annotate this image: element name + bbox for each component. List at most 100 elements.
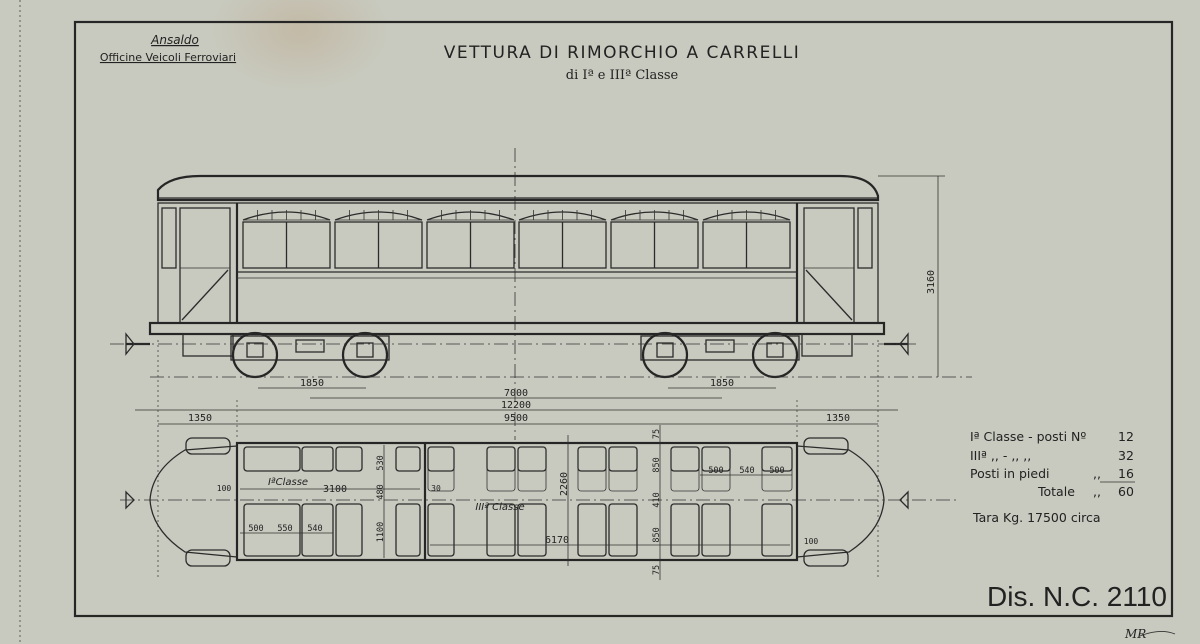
seat <box>301 446 334 472</box>
seating-row3-label: Posti in piedi <box>970 466 1049 481</box>
drawing-number: Dis. N.C. 2110 <box>987 581 1167 612</box>
seat <box>517 503 547 557</box>
seat <box>670 446 700 472</box>
seat <box>608 446 638 472</box>
seat-outline <box>427 446 455 492</box>
label-third-class: IIIª Classe <box>475 502 524 513</box>
drawing-title: VETTURA DI RIMORCHIO A CARRELLI <box>444 43 801 63</box>
seat <box>395 446 421 472</box>
seating-row1-label: Iª Classe - posti Nº <box>970 429 1086 444</box>
seating-total-label: Totale <box>1037 484 1075 499</box>
bogie-frame <box>640 335 800 361</box>
dim-third-class-length: 6170 <box>545 535 569 546</box>
seat <box>608 503 638 557</box>
dim-body-length: 9500 <box>504 413 528 424</box>
seat <box>577 446 607 472</box>
dim-bogie-centres: 7000 <box>504 388 528 399</box>
dim-partition: 30 <box>431 484 441 493</box>
seating-summary: Iª Classe - posti Nº 12 IIIª ,, - ,, ,, … <box>970 429 1135 525</box>
axle-box <box>656 342 674 358</box>
seat-outline <box>701 446 731 492</box>
seat-outline <box>486 446 516 492</box>
seat <box>670 503 700 557</box>
plan-body <box>235 441 799 562</box>
seat <box>335 503 363 557</box>
dim-seat-c: 540 <box>307 524 322 534</box>
wheel <box>751 331 799 379</box>
seat <box>427 503 455 557</box>
sheet-border <box>73 20 1174 618</box>
dim-margin-bottom: 75 <box>652 565 662 575</box>
seat <box>427 446 455 472</box>
underframe <box>148 321 886 336</box>
seat-outline <box>577 446 607 492</box>
dim-end-wall-left: 100 <box>217 484 232 493</box>
signature: MR <box>1124 627 1146 641</box>
seating-row3-ditto: ,, <box>1093 466 1101 481</box>
wheel <box>641 331 689 379</box>
floor-plan: IªClasse IIIª Classe 100 3100 30 480 530… <box>120 425 960 580</box>
label-first-class: IªClasse <box>268 477 308 488</box>
bolster <box>295 339 325 353</box>
seat-outline <box>761 446 793 492</box>
tare-weight: Tara Kg. 17500 circa <box>972 510 1101 525</box>
wheel <box>341 331 389 379</box>
bogie-frame <box>230 335 390 361</box>
seating-total-value: 60 <box>1118 484 1134 499</box>
axle-box <box>246 342 264 358</box>
dim-end-wall-right: 100 <box>804 537 819 546</box>
seat <box>243 446 301 472</box>
seat <box>243 503 301 557</box>
roof <box>156 174 880 202</box>
dim-platform-left: 1350 <box>188 413 212 424</box>
maker-division: Officine Veicoli Ferroviari <box>100 51 236 64</box>
dim-seat-depth-first: 530 <box>376 455 386 470</box>
dim-aisle-first: 480 <box>376 484 386 499</box>
seat <box>301 503 334 557</box>
axle-box <box>356 342 374 358</box>
wheel <box>231 331 279 379</box>
seat <box>517 446 547 472</box>
car-body <box>157 202 879 324</box>
signature-flourish <box>1139 631 1176 637</box>
dim-first-class-length: 3100 <box>323 484 347 495</box>
bolster <box>705 339 735 353</box>
dim-aisle-third: 410 <box>652 492 662 507</box>
maker-name: Ansaldo <box>150 33 199 47</box>
dim-seat-depth-top: 850 <box>652 457 662 472</box>
seat <box>577 503 607 557</box>
seating-row2-label: IIIª ,, - ,, ,, <box>970 448 1031 463</box>
seat <box>395 503 421 557</box>
dim-seat-a: 500 <box>248 524 263 534</box>
dim-bogie-wheelbase-right: 1850 <box>710 378 734 389</box>
seat <box>761 503 793 557</box>
seating-row1-value: 12 <box>1118 429 1134 444</box>
seat-outline <box>517 446 547 492</box>
dim-seat-f: 500 <box>769 466 784 476</box>
seat <box>486 503 516 557</box>
dim-platform-right: 1350 <box>826 413 850 424</box>
seat-outline <box>608 446 638 492</box>
seat <box>486 446 516 472</box>
dim-margin-top: 75 <box>652 429 662 439</box>
seating-row3-value: 16 <box>1118 466 1134 481</box>
dim-bogie-wheelbase-left: 1850 <box>300 378 324 389</box>
drawing-subtitle: di Iª e IIIª Classe <box>566 68 679 83</box>
seat-outline <box>670 446 700 492</box>
dim-seat-b: 550 <box>277 524 292 534</box>
dim-seat-e: 540 <box>739 466 754 476</box>
platform-right-plan <box>796 445 885 558</box>
seating-row2-value: 32 <box>1118 448 1134 463</box>
seat <box>335 446 363 472</box>
dim-length-over-buffers: 12200 <box>501 400 531 411</box>
seat <box>701 503 731 557</box>
dim-seat-depth-bottom: 850 <box>652 527 662 542</box>
dim-seat-d: 500 <box>708 466 723 476</box>
side-elevation: 3160 1850 1850 7000 12200 9500 1350 1350 <box>110 148 972 580</box>
axle-box <box>766 342 784 358</box>
seating-total-ditto: ,, <box>1093 484 1101 499</box>
dim-width: 2260 <box>559 472 570 496</box>
dim-bench-first: 1100 <box>376 522 386 542</box>
